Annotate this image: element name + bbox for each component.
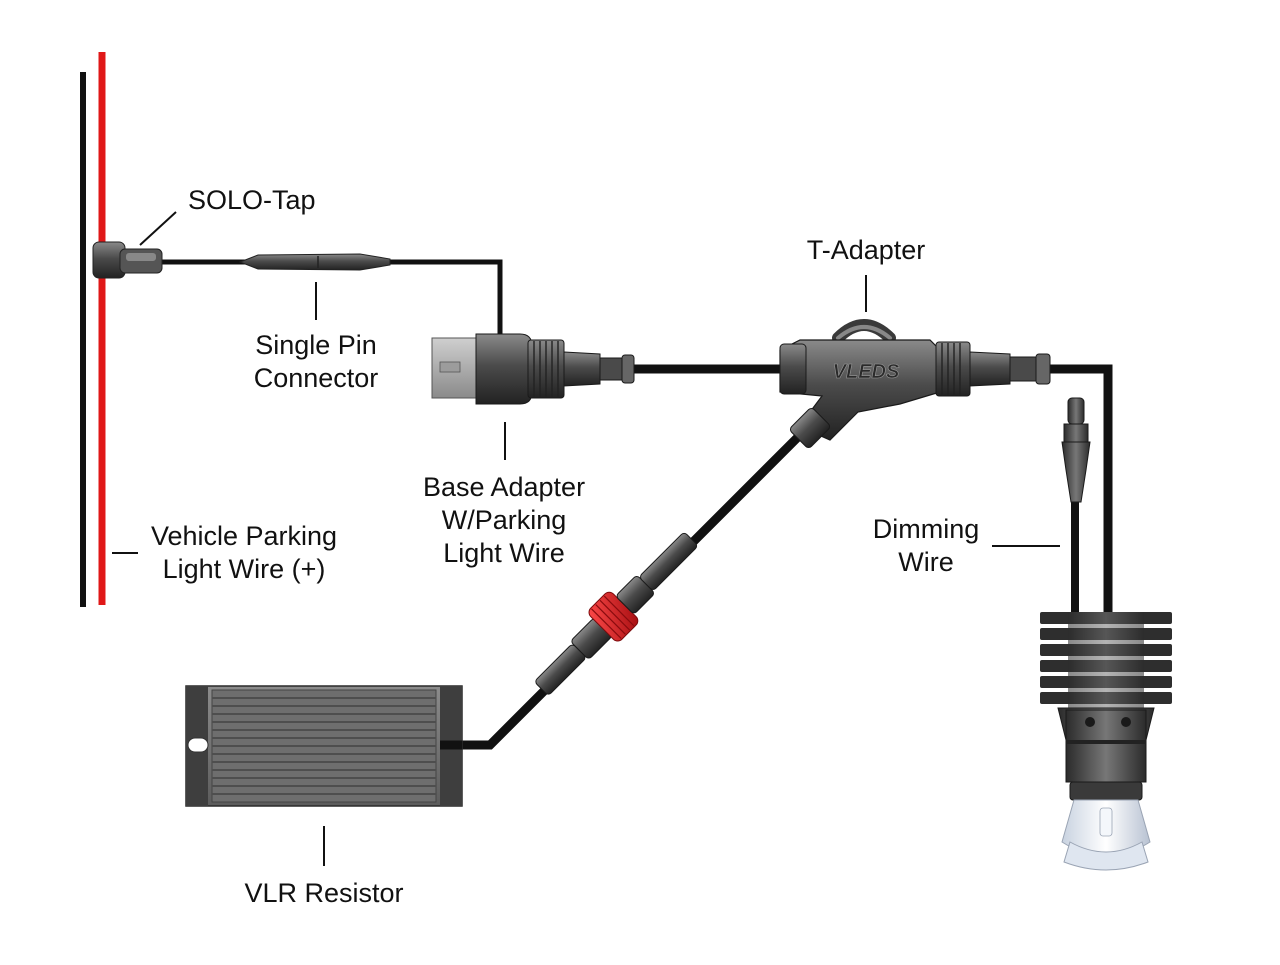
vlr-resistor-label: VLR Resistor <box>244 878 404 908</box>
solo-tap-label: SOLO-Tap <box>188 185 316 215</box>
t-to-bulb-wire <box>1045 364 1113 620</box>
t-adapter-label: T-Adapter <box>806 235 926 265</box>
single-pin-connector-label: Single Pin Connector <box>216 329 416 395</box>
dimming-wire-line-2: Wire <box>898 547 954 577</box>
vehicle-wire-pair <box>80 52 106 607</box>
vehicle-wire-line-2: Light Wire (+) <box>162 554 326 584</box>
vehicle-wire-label: Vehicle Parking Light Wire (+) <box>134 520 354 586</box>
base-adapter-line-3: Light Wire <box>443 538 565 568</box>
single-pin-line-1: Single Pin <box>255 330 377 360</box>
leader-lines <box>112 211 1060 866</box>
base-adapter <box>431 333 635 405</box>
t-adapter: VLEDS <box>779 319 1051 449</box>
vlr-resistor <box>185 685 463 807</box>
vehicle-wire-line-1: Vehicle Parking <box>150 521 338 551</box>
solo-tap <box>92 241 163 279</box>
tap-wire <box>160 259 503 338</box>
base-adapter-label: Base Adapter W/Parking Light Wire <box>394 471 614 570</box>
resistor-mount-slot <box>187 737 209 753</box>
dimming-wire-line-1: Dimming <box>872 514 980 544</box>
single-pin-line-2: Connector <box>253 363 379 393</box>
tap-to-base-wire <box>160 259 503 338</box>
dimming-wire-label: Dimming Wire <box>860 513 992 579</box>
solo-tap-leader <box>139 211 177 246</box>
bulb-heatsink <box>1040 612 1172 708</box>
t-to-resistor-wire <box>450 426 809 750</box>
led-bulb <box>1040 612 1172 871</box>
inline-resistor-connector <box>535 532 698 695</box>
single-pin-connector <box>238 253 391 271</box>
base-adapter-line-2: W/Parking <box>441 505 567 535</box>
vleds-logo: VLEDS <box>833 361 900 383</box>
base-adapter-line-1: Base Adapter <box>422 472 586 502</box>
dimming-wire <box>1061 397 1091 620</box>
